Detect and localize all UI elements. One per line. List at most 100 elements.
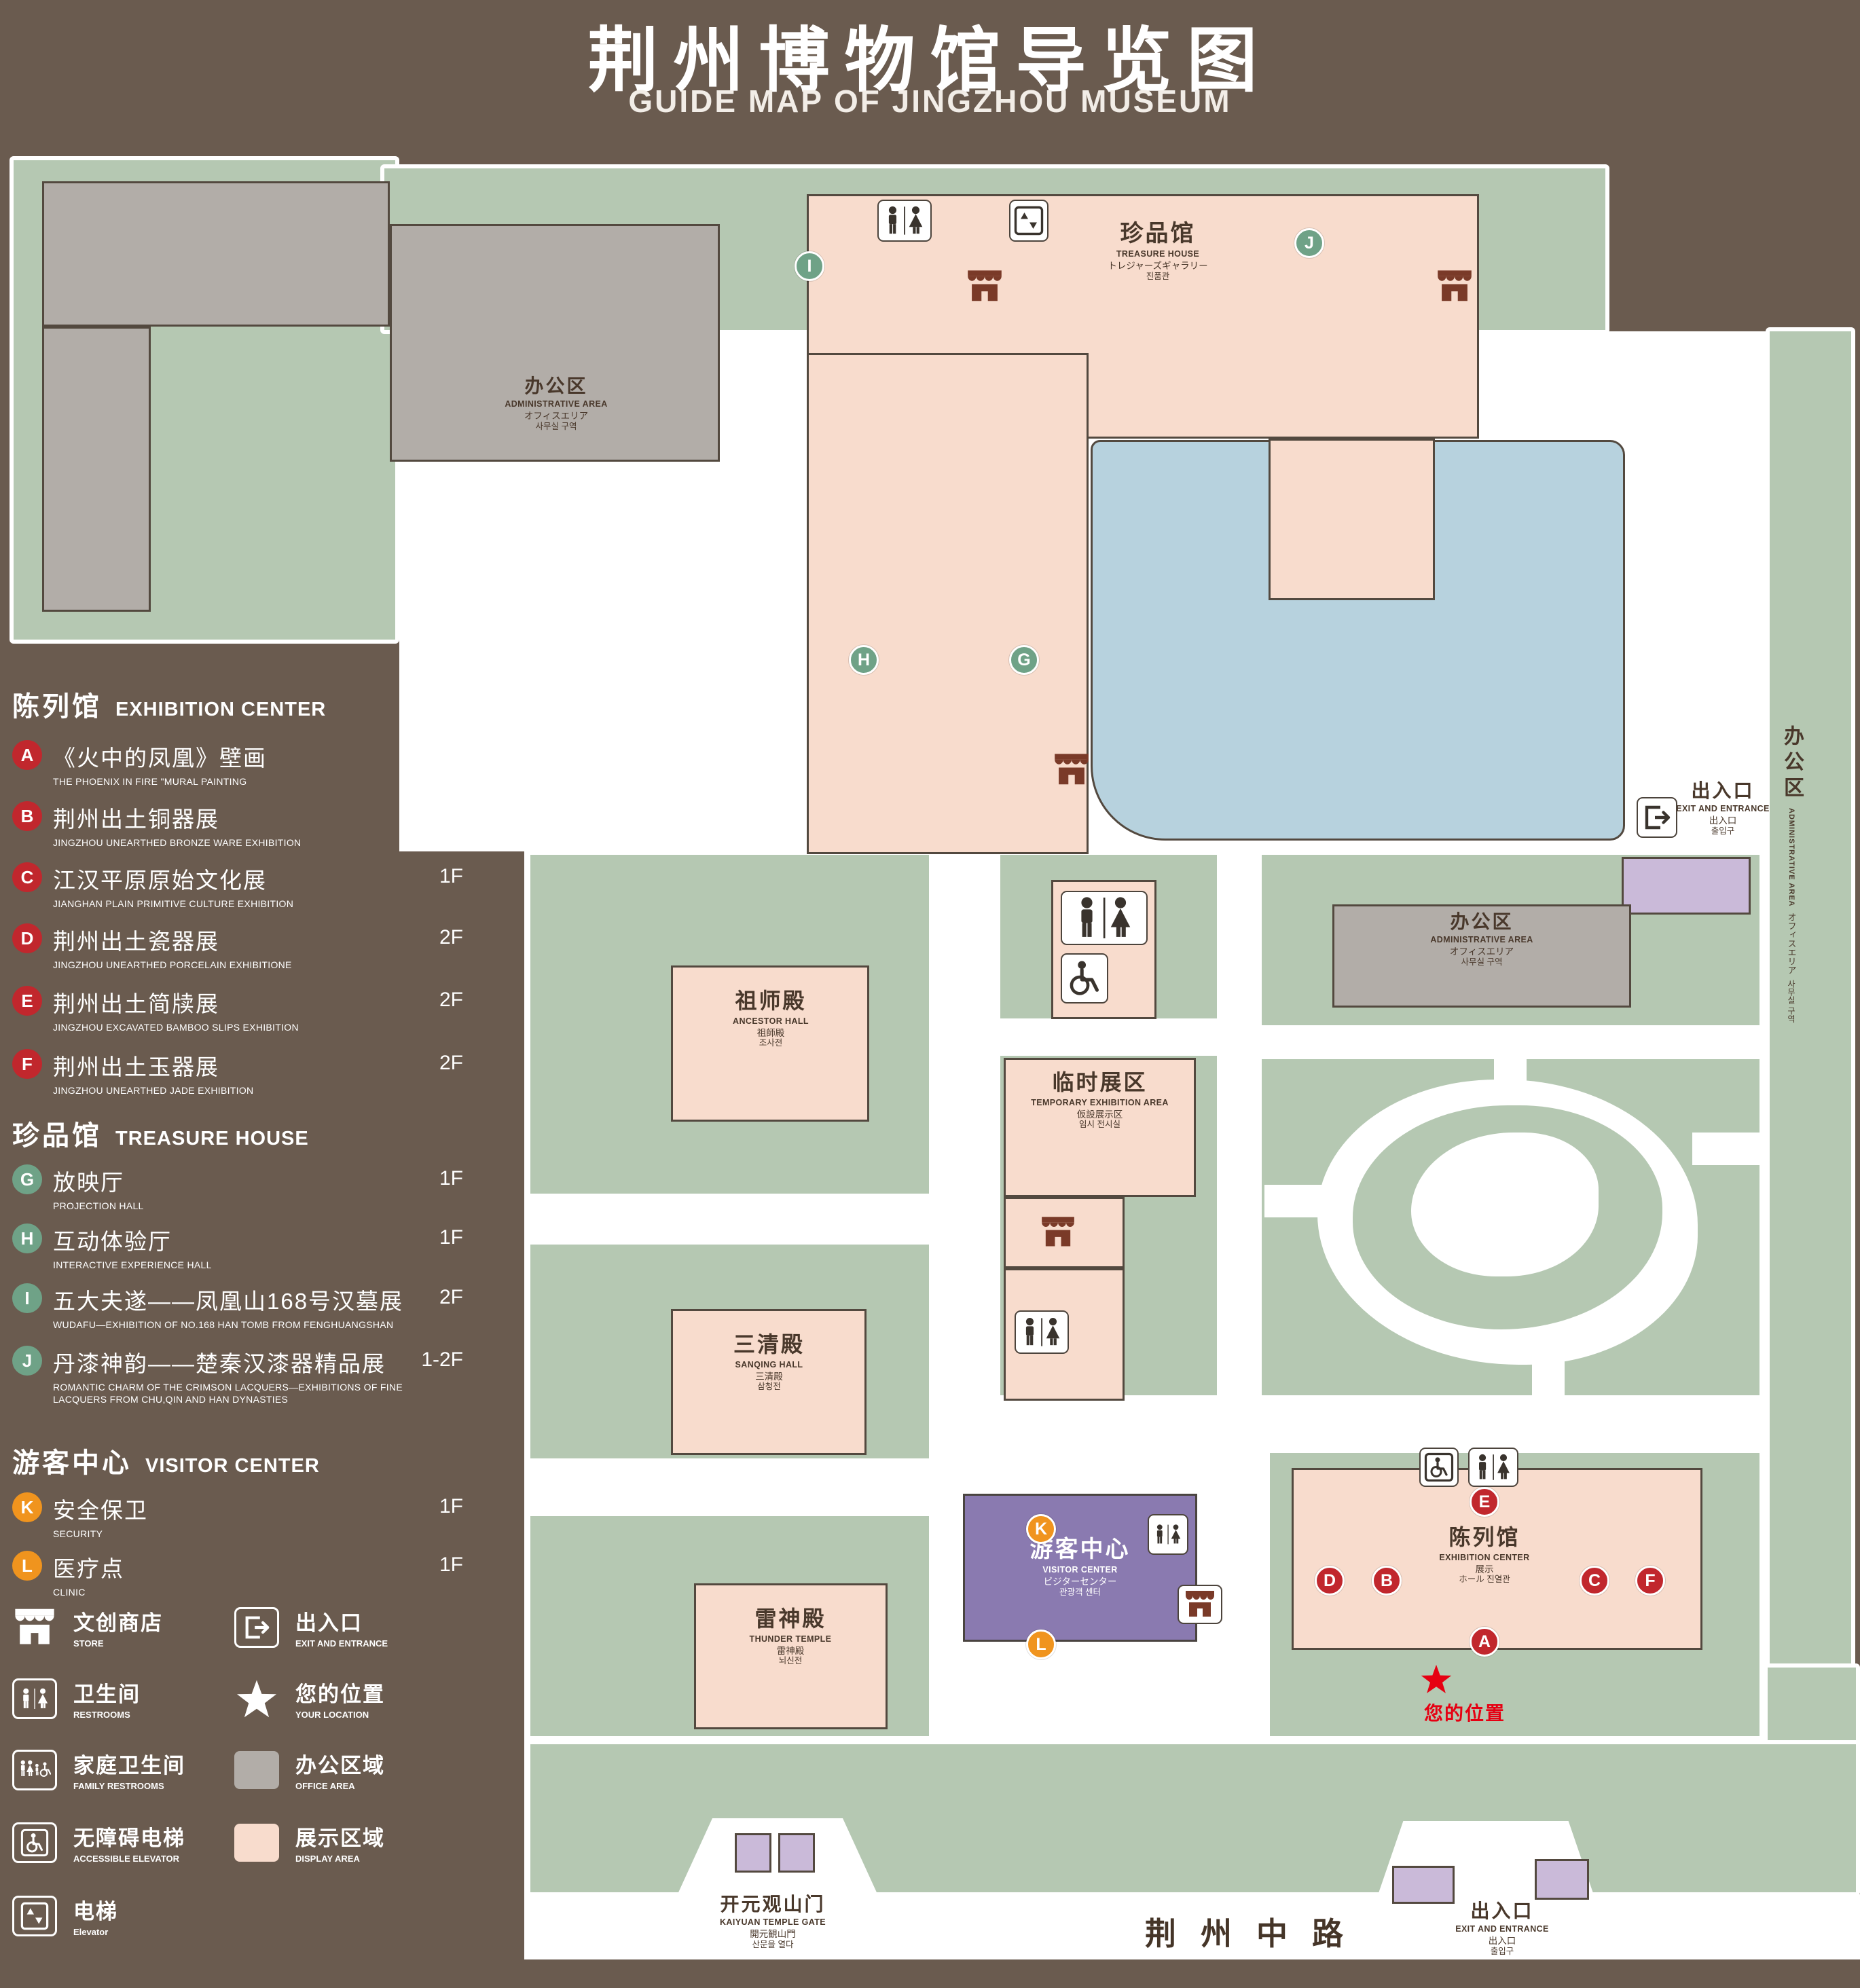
admin-label-ko: 사무실 구역 [1461, 957, 1503, 967]
treasure-label-en: TREASURE HOUSE [1116, 249, 1200, 259]
thunder-label-ja: 雷神殿 [776, 1645, 805, 1656]
visitor-label-ja: ビジターセンター [1043, 1576, 1117, 1587]
admin-building-northwest-leg [42, 327, 151, 612]
restroom-icon [877, 200, 932, 242]
legend-en: RESTROOMS [73, 1710, 130, 1720]
admin-label-zh: 办公区 [1450, 911, 1514, 932]
floor-label: 1F [439, 1167, 463, 1190]
badge-D: D [12, 923, 42, 953]
sanqing-label-ja: 三清殿 [755, 1371, 783, 1382]
map-marker-E: E [1470, 1487, 1499, 1517]
sanqing-label-ko: 삼청전 [757, 1382, 781, 1392]
gate-pillar-west [735, 1833, 771, 1873]
map-marker-H: H [849, 645, 879, 675]
exit-icon [234, 1606, 279, 1648]
floor-label: 1F [439, 804, 463, 826]
visitor-label-en: VISITOR CENTER [1042, 1565, 1118, 1575]
badge-I: I [12, 1283, 42, 1313]
legend-exit: 出入口 EXIT AND ENTRANCE [234, 1606, 388, 1649]
badge-C: C [12, 862, 42, 892]
path-leftcol-2 [526, 1458, 929, 1516]
gate-label-ko: 산문을 열다 [752, 1939, 794, 1949]
map-marker-A: A [1470, 1627, 1499, 1657]
admin-central-label: 办公区 ADMINISTRATIVE AREA オフィスエリア 사무실 구역 [1380, 910, 1584, 967]
temporary-label-en: TEMPORARY EXHIBITION AREA [1031, 1097, 1169, 1107]
section-exhibition-center: 陈列馆 EXHIBITION CENTER [12, 684, 326, 724]
restroom-icon [12, 1678, 57, 1719]
badge-B: B [12, 801, 42, 831]
admin-building-central [1332, 904, 1631, 1008]
accessible-icon [1061, 953, 1108, 1004]
south-entrance-ja: 出入口 [1488, 1935, 1516, 1946]
garden-pond [1411, 1133, 1599, 1276]
item-en: JINGZHOU UNEARTHED JADE EXHIBITION [53, 1085, 254, 1096]
page-subtitle: GUIDE MAP OF JINGZHOU MUSEUM [628, 84, 1232, 119]
section-title-en: EXHIBITION CENTER [115, 699, 327, 720]
exhibit-item-F: F 荆州出土玉器展 JINGZHOU UNEARTHED JADE EXHIBI… [12, 1049, 482, 1097]
item-en: WUDAFU—EXHIBITION OF NO.168 HAN TOMB FRO… [53, 1319, 394, 1330]
store-icon [1051, 752, 1092, 788]
map-marker-J: J [1294, 228, 1324, 258]
admin-label-en: ADMINISTRATIVE AREA [1787, 808, 1795, 907]
sanqing-label-zh: 三清殿 [733, 1332, 805, 1357]
garden-spur-west [1264, 1185, 1327, 1217]
sanqing-hall-label: 三清殿 SANQING HALL 三清殿 삼청전 [679, 1332, 859, 1392]
exhibit-item-G: G 放映厅 PROJECTION HALL 1F [12, 1164, 482, 1212]
page-title: 荆州博物馆导览图 [587, 22, 1273, 100]
item-en: CLINIC [53, 1587, 86, 1598]
item-zh: 江汉平原原始文化展 [53, 868, 267, 893]
item-en: THE PHOENIX IN FIRE "MURAL PAINTING [53, 776, 247, 787]
section-title-en: VISITOR CENTER [145, 1455, 320, 1477]
item-zh: 医疗点 [53, 1556, 124, 1581]
thunder-label-ko: 뇌신전 [778, 1656, 803, 1666]
floor-label: 1F [439, 865, 463, 887]
east-entrance-building [1622, 857, 1751, 915]
exhibit-item-J: J 丹漆神韵——楚秦汉漆器精品展 ROMANTIC CHARM OF THE C… [12, 1346, 482, 1405]
map-marker-B: B [1372, 1566, 1402, 1596]
item-zh: 荆州出土玉器展 [53, 1054, 219, 1080]
legend-zh: 家庭卫生间 [73, 1754, 185, 1778]
legend-en: FAMILY RESTROOMS [73, 1781, 164, 1791]
item-zh: 《火中的凤凰》壁画 [53, 746, 267, 771]
exhibit-item-K: K 安全保卫 SECURITY 1F [12, 1492, 482, 1540]
map-marker-I: I [795, 251, 824, 281]
map-marker-C: C [1580, 1566, 1609, 1596]
exhibition-label-ja: 展示 [1475, 1564, 1494, 1575]
legend-family-restroom: 家庭卫生间 FAMILY RESTROOMS [12, 1748, 185, 1791]
office-area-swatch [234, 1750, 279, 1790]
sanqing-hall-building [671, 1309, 867, 1455]
garden-spur-east [1692, 1133, 1764, 1165]
admin-label-ko: 사무실 구역 [1786, 979, 1796, 1023]
admin-building-northwest-wing [390, 224, 720, 462]
south-entrance-building-east [1535, 1859, 1589, 1900]
gate-label-en: KAIYUAN TEMPLE GATE [720, 1917, 826, 1928]
map-marker-K: K [1026, 1514, 1056, 1544]
floor-label: 1F [439, 743, 463, 765]
south-entrance-ko: 출입구 [1490, 1946, 1514, 1956]
restroom-icon [1468, 1448, 1518, 1487]
elevator-icon [12, 1895, 57, 1936]
floor-label: 2F [439, 926, 463, 949]
legend-zh: 您的位置 [295, 1682, 385, 1706]
exhibit-item-B: B 荆州出土铜器展 JINGZHOU UNEARTHED BRONZE WARE… [12, 801, 482, 849]
legend-en: OFFICE AREA [295, 1781, 355, 1791]
your-location-star-icon [1421, 1663, 1452, 1695]
legend-zh: 出入口 [295, 1611, 363, 1635]
gate-approach [676, 1818, 879, 1898]
legend-zh: 办公区域 [295, 1754, 385, 1778]
admin-label-en: ADMINISTRATIVE AREA [505, 399, 608, 409]
garden-spur-north [1494, 1056, 1527, 1099]
temporary-label-ko: 임시 전시실 [1079, 1120, 1120, 1130]
treasure-label-ja: トレジャーズギャラリー [1108, 260, 1208, 271]
ancestor-label-en: ANCESTOR HALL [733, 1016, 809, 1026]
temporary-exhibition-annex-1 [1004, 1197, 1125, 1268]
admin-label-ko: 사무실 구역 [535, 421, 577, 431]
treasure-label-ko: 진품관 [1146, 271, 1170, 281]
east-entrance-label: 出入口 EXIT AND ENTRANCE 出入口 출입구 [1672, 779, 1774, 836]
thunder-label-en: THUNDER TEMPLE [749, 1634, 832, 1644]
legend-zh: 无障碍电梯 [73, 1826, 185, 1850]
exit-icon [1637, 797, 1677, 838]
section-title-en: TREASURE HOUSE [115, 1128, 309, 1149]
legend-en: Elevator [73, 1927, 109, 1937]
thunder-temple-label: 雷神殿 THUNDER TEMPLE 雷神殿 뇌신전 [702, 1606, 879, 1666]
